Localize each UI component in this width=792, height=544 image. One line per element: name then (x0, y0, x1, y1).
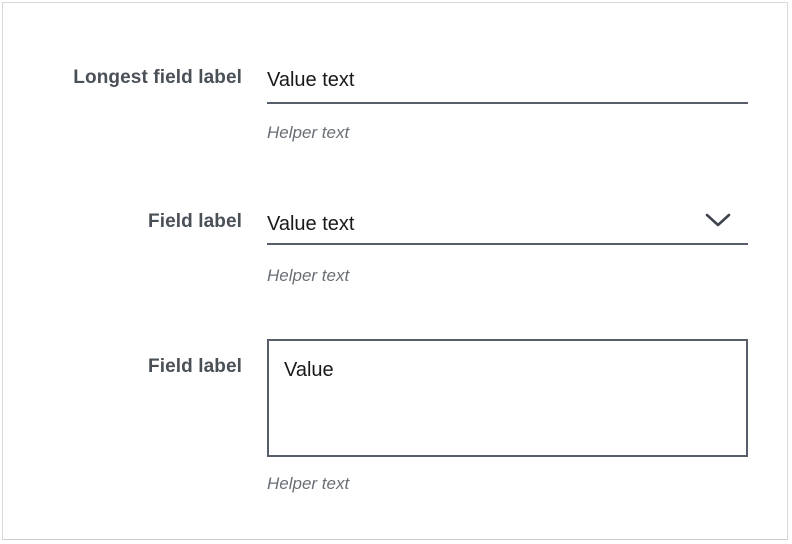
text-input-value: Value text (267, 69, 355, 91)
select-input-value: Value text (267, 213, 355, 235)
textarea-input-value: Value (284, 359, 334, 381)
textarea-helper-text: Helper text (267, 474, 350, 493)
select-input-helper-text: Helper text (267, 266, 350, 285)
select-input-underline (267, 243, 748, 245)
field-label-textarea: Field label (147, 356, 242, 377)
chevron-down-icon[interactable] (704, 211, 732, 229)
textarea-input[interactable]: Value (267, 339, 748, 457)
select-input[interactable]: Value text (267, 211, 748, 237)
text-input-helper-text: Helper text (267, 123, 350, 142)
field-label-longest: Longest field label (73, 67, 242, 88)
text-input[interactable]: Value text (267, 67, 748, 93)
field-label-select: Field label (147, 211, 242, 232)
text-input-underline (267, 102, 748, 104)
